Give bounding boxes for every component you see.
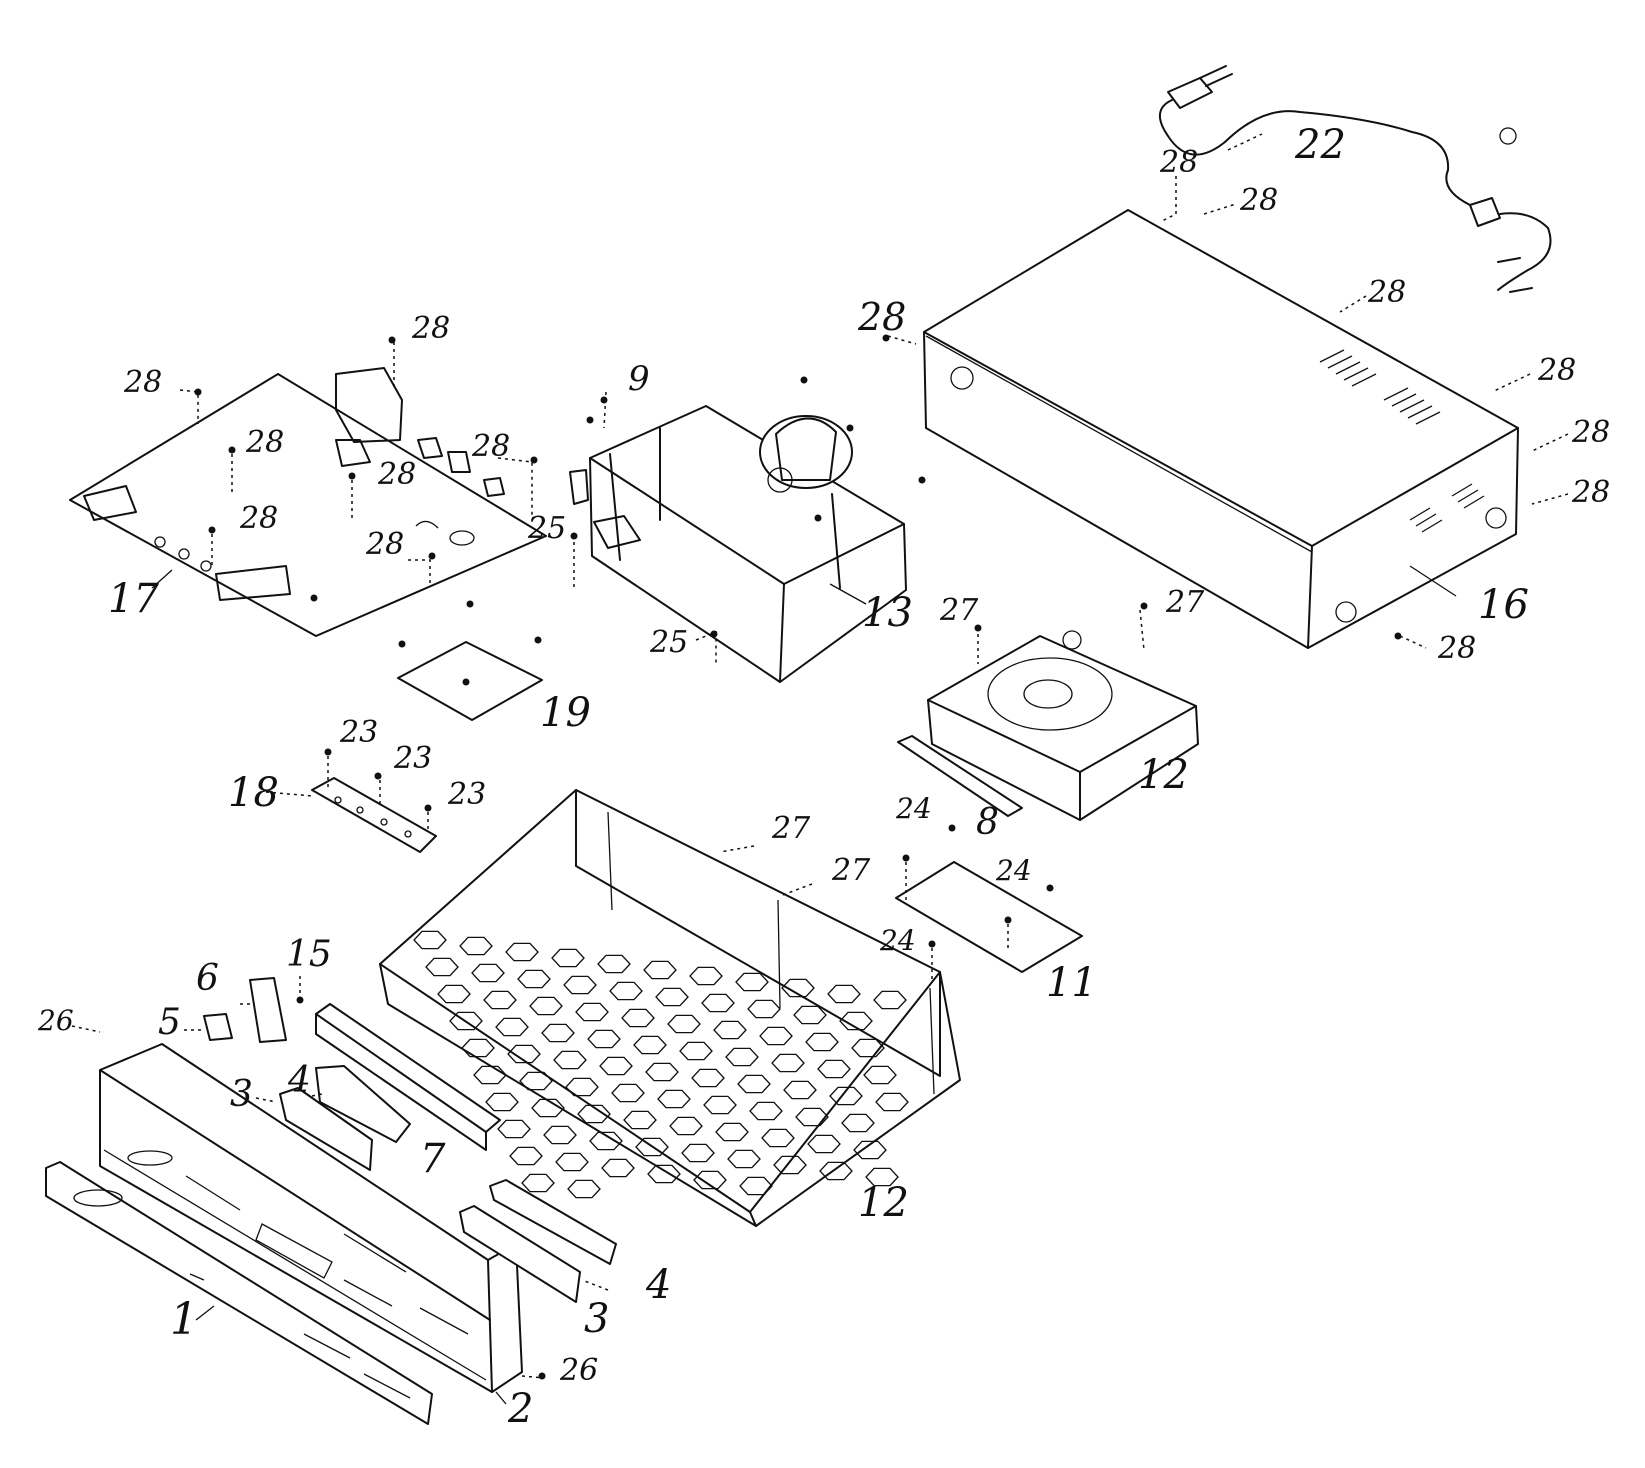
- part-label-l-28a: 28: [1159, 145, 1198, 180]
- board-11: [895, 861, 1083, 973]
- main-pcb: [69, 367, 547, 637]
- part-label-l-16: 16: [1478, 582, 1529, 628]
- part-label-l-28d: 28: [857, 295, 906, 339]
- part-label-l-27c: 27: [771, 811, 811, 846]
- bracket-7: [315, 1003, 501, 1151]
- part-label-l-12a: 12: [1138, 752, 1189, 798]
- part-label-l-28g: 28: [1571, 475, 1610, 510]
- part-label-l-25b: 25: [649, 625, 688, 660]
- part-label-l-18: 18: [228, 770, 279, 816]
- part-label-l-23c: 23: [447, 777, 486, 812]
- small-pcb-19: [397, 641, 543, 721]
- part-label-l-5: 5: [158, 1002, 181, 1043]
- part-label-l-24b: 24: [995, 854, 1032, 887]
- part-label-l-11: 11: [1046, 960, 1097, 1006]
- part-label-l-9: 9: [628, 359, 650, 399]
- mechanism-bracket: [569, 405, 907, 683]
- part-label-l-12b: 12: [858, 1180, 909, 1226]
- top-cover-vents: [1319, 349, 1485, 533]
- leader-lines: [71, 133, 1569, 1405]
- chassis-honeycomb: [413, 930, 909, 1199]
- part-label-l-25a: 25: [527, 511, 566, 546]
- chassis-frame: [379, 789, 961, 1227]
- power-cord: [1159, 65, 1552, 293]
- part-label-l-23a: 23: [339, 715, 378, 750]
- part-label-l-13: 13: [862, 590, 913, 636]
- part-label-l-28m: 28: [471, 429, 510, 464]
- part-number-labels: 2228282828282828281628282828282828179252…: [37, 122, 1610, 1432]
- part-label-l-4b: 4: [645, 1262, 671, 1308]
- part-label-l-28e: 28: [1537, 353, 1576, 388]
- part-label-l-28o: 28: [365, 527, 404, 562]
- part-label-l-28b: 28: [1239, 183, 1278, 218]
- front-trim: [45, 1161, 433, 1425]
- dvd-loader: [897, 630, 1199, 821]
- part-label-l-24a: 24: [895, 792, 932, 825]
- part-label-l-4a: 4: [287, 1060, 311, 1101]
- part-label-l-28k: 28: [245, 425, 284, 460]
- part-label-l-28f: 28: [1571, 415, 1610, 450]
- part-label-l-24c: 24: [879, 924, 916, 957]
- part-label-l-8: 8: [976, 802, 999, 843]
- part-label-l-28i: 28: [411, 311, 450, 346]
- part-label-l-3a: 3: [230, 1074, 253, 1115]
- small-board-18: [311, 777, 437, 853]
- part-label-l-6: 6: [196, 958, 219, 999]
- buttons-and-brackets: [203, 977, 617, 1303]
- part-label-l-26a: 26: [37, 1004, 74, 1037]
- top-cover: [923, 209, 1519, 649]
- part-label-l-28n: 28: [239, 501, 278, 536]
- part-label-l-28c: 28: [1367, 275, 1406, 310]
- part-label-l-27d: 27: [831, 853, 871, 888]
- part-label-l-1: 1: [170, 1294, 198, 1345]
- part-label-l-2: 2: [507, 1386, 533, 1432]
- part-label-l-19: 19: [540, 690, 591, 736]
- part-label-l-28h: 28: [1437, 631, 1476, 666]
- screws: [194, 334, 1402, 1380]
- part-label-l-26b: 26: [559, 1353, 598, 1388]
- part-label-l-17: 17: [108, 576, 159, 622]
- part-label-l-22: 22: [1294, 122, 1346, 168]
- part-label-l-15: 15: [286, 934, 332, 975]
- part-label-l-23b: 23: [393, 741, 432, 776]
- part-label-l-7: 7: [420, 1136, 446, 1182]
- part-label-l-28l: 28: [377, 457, 416, 492]
- part-label-l-3b: 3: [584, 1296, 609, 1342]
- part-label-l-27a: 27: [939, 593, 979, 628]
- part-label-l-27b: 27: [1165, 585, 1205, 620]
- part-label-l-28j: 28: [123, 365, 162, 400]
